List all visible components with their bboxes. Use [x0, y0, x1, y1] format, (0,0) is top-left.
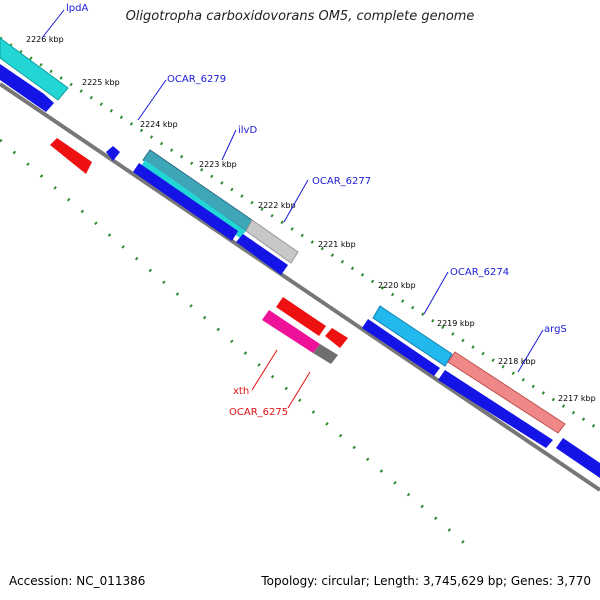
gene-rna-1[interactable] [50, 138, 92, 174]
map-title: Oligotropha carboxidovorans OM5, complet… [125, 9, 475, 24]
gene-label-args: argS [544, 324, 567, 335]
gene-ocar-6279[interactable] [106, 146, 120, 161]
genome-backbone [0, 82, 600, 492]
kbp-label: 2225 kbp [82, 78, 120, 87]
kbp-label: 2220 kbp [378, 281, 416, 290]
gene-label-lpda: lpdA [66, 3, 88, 14]
gene-cds-1[interactable] [0, 64, 54, 112]
gene-cds-4[interactable] [362, 319, 440, 376]
kbp-label: 2226 kbp [26, 35, 64, 44]
gene-labels: lpdA OCAR_6279 ilvD OCAR_6277 OCAR_6274 … [66, 3, 567, 418]
gene-cds-2[interactable] [133, 163, 238, 241]
topology-text: Topology: circular; Length: 3,745,629 bp… [261, 574, 591, 588]
accession-text: Accession: NC_011386 [9, 574, 146, 588]
kbp-tick-labels: 2226 kbp 2225 kbp 2224 kbp 2223 kbp 2222… [26, 35, 596, 403]
gene-xth[interactable] [262, 310, 320, 353]
gene-args[interactable] [447, 351, 566, 434]
kbp-label: 2218 kbp [498, 357, 536, 366]
gene-cds-5[interactable] [438, 370, 553, 448]
gene-lpda[interactable] [0, 37, 69, 101]
gene-rna-3[interactable] [325, 328, 348, 348]
gene-leader-lines [41, 9, 544, 409]
gene-ocar-6274[interactable] [372, 305, 453, 367]
kbp-label: 2223 kbp [199, 160, 237, 169]
kbp-label: 2224 kbp [140, 120, 178, 129]
kbp-label: 2221 kbp [318, 240, 356, 249]
outer-tick-track [0, 36, 600, 432]
gene-label-ocar-6279: OCAR_6279 [167, 74, 226, 85]
gene-rna-2[interactable] [276, 297, 326, 336]
gene-cds-3[interactable] [236, 234, 288, 275]
gene-cds-6[interactable] [556, 438, 600, 478]
gene-ocar-6277[interactable] [245, 219, 299, 264]
kbp-label: 2217 kbp [558, 394, 596, 403]
gene-label-ilvd: ilvD [238, 125, 257, 136]
gene-label-ocar-6274: OCAR_6274 [450, 267, 509, 278]
gene-label-ocar-6275: OCAR_6275 [229, 407, 288, 418]
gene-label-xth: xth [233, 386, 249, 397]
kbp-label: 2222 kbp [258, 201, 296, 210]
kbp-label: 2219 kbp [437, 319, 475, 328]
gene-label-ocar-6277: OCAR_6277 [312, 176, 371, 187]
gene-ocar-6275[interactable] [313, 344, 338, 364]
